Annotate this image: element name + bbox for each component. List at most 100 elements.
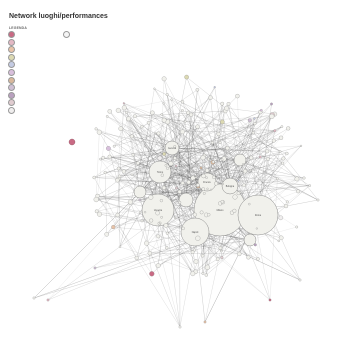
network-node[interactable] bbox=[192, 248, 196, 252]
network-node[interactable] bbox=[178, 114, 181, 117]
network-node[interactable] bbox=[178, 200, 182, 204]
network-node[interactable] bbox=[180, 129, 185, 135]
network-node[interactable] bbox=[94, 209, 99, 214]
network-node[interactable] bbox=[161, 76, 167, 82]
network-node[interactable] bbox=[162, 102, 165, 105]
network-node[interactable] bbox=[265, 149, 270, 154]
network-node[interactable] bbox=[155, 263, 161, 268]
network-node[interactable] bbox=[131, 153, 135, 157]
network-node[interactable] bbox=[32, 296, 36, 300]
network-node[interactable] bbox=[160, 216, 163, 219]
network-node[interactable] bbox=[166, 166, 170, 170]
network-node[interactable] bbox=[212, 175, 216, 179]
network-node[interactable] bbox=[302, 176, 306, 180]
network-node[interactable] bbox=[194, 176, 198, 179]
network-node[interactable] bbox=[180, 100, 185, 104]
network-node[interactable] bbox=[221, 182, 224, 186]
network-node[interactable] bbox=[253, 243, 257, 247]
network-node[interactable] bbox=[273, 129, 277, 133]
network-node[interactable] bbox=[103, 170, 107, 175]
network-node[interactable] bbox=[46, 298, 50, 302]
network-node[interactable] bbox=[271, 138, 276, 143]
network-node[interactable] bbox=[136, 161, 140, 165]
hub-node[interactable] bbox=[237, 194, 279, 236]
network-node[interactable] bbox=[157, 155, 163, 161]
network-node[interactable] bbox=[165, 231, 169, 235]
network-node[interactable] bbox=[195, 235, 201, 241]
network-node[interactable] bbox=[154, 131, 157, 134]
network-node[interactable] bbox=[93, 266, 97, 270]
network-node[interactable] bbox=[147, 251, 152, 256]
network-node[interactable] bbox=[201, 272, 205, 275]
network-node[interactable] bbox=[226, 102, 231, 106]
network-node[interactable] bbox=[200, 155, 206, 161]
network-node[interactable] bbox=[122, 102, 125, 105]
network-node[interactable] bbox=[115, 178, 120, 183]
network-node[interactable] bbox=[205, 168, 210, 173]
network-node[interactable] bbox=[211, 160, 215, 164]
network-node[interactable] bbox=[208, 95, 213, 100]
network-node[interactable] bbox=[150, 110, 155, 115]
network-node[interactable] bbox=[118, 245, 122, 248]
network-node[interactable] bbox=[199, 210, 204, 215]
network-node[interactable] bbox=[215, 257, 220, 262]
network-node[interactable] bbox=[247, 118, 252, 123]
network-node[interactable] bbox=[153, 181, 156, 184]
network-node[interactable] bbox=[206, 187, 209, 190]
hub-node[interactable] bbox=[243, 233, 257, 247]
network-node[interactable] bbox=[232, 194, 238, 200]
network-node[interactable] bbox=[296, 189, 301, 194]
network-node[interactable] bbox=[207, 157, 210, 161]
network-node[interactable] bbox=[269, 113, 275, 119]
network-node[interactable] bbox=[144, 240, 150, 246]
network-node[interactable] bbox=[205, 176, 208, 179]
network-node[interactable] bbox=[111, 225, 116, 230]
network-node[interactable] bbox=[190, 271, 196, 277]
network-node[interactable] bbox=[218, 140, 222, 144]
network-node[interactable] bbox=[160, 113, 164, 116]
network-node[interactable] bbox=[224, 105, 229, 111]
network-node[interactable] bbox=[278, 150, 282, 153]
network-node[interactable] bbox=[116, 166, 121, 171]
network-node[interactable] bbox=[253, 117, 256, 120]
network-node[interactable] bbox=[225, 146, 230, 151]
network-node[interactable] bbox=[107, 109, 112, 114]
network-node[interactable] bbox=[201, 254, 205, 258]
network-node[interactable] bbox=[168, 161, 174, 167]
network-node[interactable] bbox=[189, 112, 194, 117]
network-node[interactable] bbox=[140, 219, 144, 223]
network-node[interactable] bbox=[255, 227, 258, 230]
network-node[interactable] bbox=[92, 175, 96, 180]
network-node[interactable] bbox=[270, 102, 273, 106]
hub-node[interactable] bbox=[221, 177, 239, 195]
network-node[interactable] bbox=[156, 131, 161, 136]
network-node[interactable] bbox=[140, 125, 144, 129]
network-node[interactable] bbox=[184, 74, 189, 80]
network-node[interactable] bbox=[285, 200, 289, 204]
network-node[interactable] bbox=[294, 176, 300, 182]
network-node[interactable] bbox=[285, 151, 289, 156]
network-node[interactable] bbox=[159, 221, 162, 225]
network-node[interactable] bbox=[220, 158, 224, 161]
network-node[interactable] bbox=[239, 191, 242, 194]
network-node[interactable] bbox=[248, 202, 251, 206]
network-node[interactable] bbox=[174, 216, 177, 220]
network-node[interactable] bbox=[165, 93, 169, 97]
network-node[interactable] bbox=[187, 149, 191, 152]
network-node[interactable] bbox=[203, 320, 207, 324]
network-node[interactable] bbox=[193, 259, 199, 264]
network-node[interactable] bbox=[278, 215, 284, 221]
network-node[interactable] bbox=[125, 110, 128, 114]
network-node[interactable] bbox=[161, 185, 167, 190]
network-node[interactable] bbox=[181, 109, 184, 112]
network-node[interactable] bbox=[276, 177, 279, 181]
network-node[interactable] bbox=[99, 157, 102, 161]
network-node[interactable] bbox=[117, 174, 122, 178]
network-node[interactable] bbox=[216, 131, 221, 137]
network-node[interactable] bbox=[127, 199, 133, 205]
hub-node[interactable] bbox=[164, 140, 180, 156]
network-node[interactable] bbox=[204, 148, 207, 151]
network-node[interactable] bbox=[237, 179, 240, 182]
network-node[interactable] bbox=[214, 181, 219, 186]
